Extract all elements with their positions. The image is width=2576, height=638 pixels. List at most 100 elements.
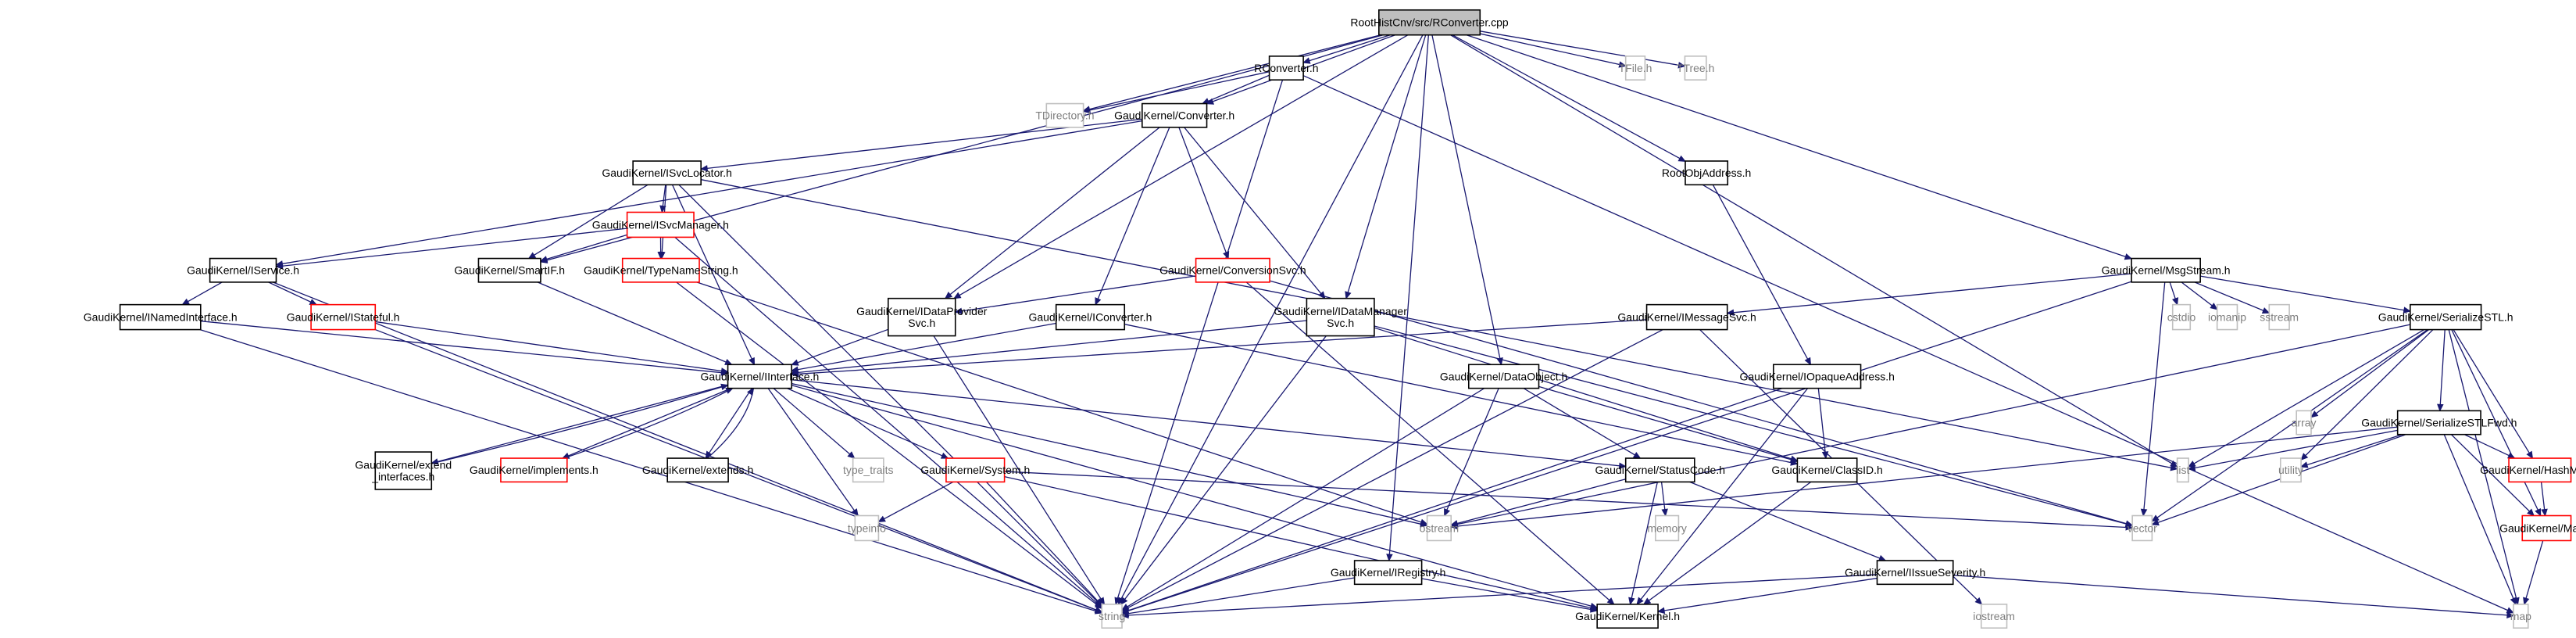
edge-line [1121,328,1663,611]
node-label: TDirectory.h [1035,109,1094,122]
edge-line [540,234,627,262]
edge-line [985,481,1102,606]
edge-line [1629,482,1659,605]
edge-iinterface-to-ostream [791,382,1428,528]
node-rconv[interactable]: RConverter.h [1254,56,1319,81]
node-isvcmgr[interactable]: GaudiKernel/ISvcManager.h [592,211,729,238]
node-istateful[interactable]: GaudiKernel/IStateful.h [287,303,400,331]
arrowhead [2151,519,2160,526]
node-ostream: ostream [1420,514,1459,542]
arrowhead [954,307,963,315]
edge-line [2451,329,2542,516]
node-map: map [2510,604,2531,629]
node-inamed[interactable]: GaudiKernel/INamedInterface.h [84,303,238,331]
node-box [1353,560,1423,586]
edge-isvcmgr-to-smartif [539,234,627,263]
node-label: GaudiKernel/Converter.h [1114,109,1234,122]
edge-line [537,281,732,365]
edge-line [1083,34,1381,112]
node-conv[interactable]: GaudiKernel/Converter.h [1114,102,1234,128]
arrowhead [2523,597,2530,606]
edge-system-to-vector [1004,471,2134,531]
node-box [2508,457,2572,483]
node-box [1980,604,2008,629]
node-extendif[interactable]: GaudiKernel/extend_interfaces.h [355,451,452,490]
node-classid[interactable]: GaudiKernel/ClassID.h [1771,457,1883,483]
edge-line [1452,34,1686,163]
node-iservice[interactable]: GaudiKernel/IService.h [187,257,299,283]
node-label: GaudiKernel/extend [355,459,452,471]
edge-line [1451,426,2398,528]
edge-idatamgr-to-vector [1374,325,2134,528]
edge-line [1121,388,1485,611]
node-smartif[interactable]: GaudiKernel/SmartIF.h [454,257,565,283]
edge-root-to-tfile [1480,33,1627,68]
node-imsgsvc[interactable]: GaudiKernel/IMessageSvc.h [1617,303,1756,331]
node-label: TTree.h [1677,62,1715,74]
arrowhead [1677,155,1687,162]
edge-hashmap-to-gkmap [2540,482,2548,517]
edge-iregistry-to-string [1120,577,1355,617]
edge-iinterface-to-typetraits [773,388,856,459]
node-system[interactable]: GaudiKernel/System.h [920,457,1030,483]
node-box [1876,560,1954,586]
edge-line [1004,471,2133,529]
node-iconverter[interactable]: GaudiKernel/IConverter.h [1028,303,1152,331]
node-box [1645,303,1728,331]
node-statuscode[interactable]: GaudiKernel/StatusCode.h [1595,457,1725,483]
arrowhead [1661,508,1668,517]
edge-dataobj-to-classid [1538,385,1799,463]
node-rootobj[interactable]: RootObjAddress.h [1662,160,1751,186]
edge-line [1466,34,2132,260]
node-kernel[interactable]: GaudiKernel/Kernel.h [1575,604,1680,629]
node-label: GaudiKernel/implements.h [470,464,598,476]
edge-line [1727,273,2132,314]
node-box [2409,303,2482,331]
node-box [1796,457,1858,483]
edge-idatamgr-to-classid [1374,327,1799,462]
node-typename[interactable]: GaudiKernel/TypeNameString.h [584,257,738,283]
node-gkmap[interactable]: GaudiKernel/Map.h [2499,514,2576,542]
edge-serstl-to-hashmap [2453,329,2534,460]
node-dataobj[interactable]: GaudiKernel/DataObject.h [1440,364,1567,389]
node-label: GaudiKernel/ClassID.h [1771,464,1882,476]
node-iseverity[interactable]: GaudiKernel/IIssueSeverity.h [1845,560,1985,586]
edge-root-to-list [1450,34,2178,468]
node-label: GaudiKernel/SerializeSTL.h [2378,311,2513,324]
edge-line [1117,34,1424,605]
node-extends[interactable]: GaudiKernel/extends.h [642,457,753,483]
edge-line [2450,434,2535,516]
node-iinterface[interactable]: GaudiKernel/IInterface.h [701,364,820,389]
edge-line [1202,74,1270,105]
edge-line [791,385,1598,608]
node-serstl[interactable]: GaudiKernel/SerializeSTL.h [2378,303,2513,331]
node-convsvc[interactable]: GaudiKernel/ConversionSvc.h [1159,257,1306,283]
node-box [2279,457,2302,483]
edge-iinterface-to-system [787,388,949,459]
edge-line [701,179,2178,470]
node-iregistry[interactable]: GaudiKernel/IRegistry.h [1331,560,1446,586]
node-iomanip: iomanip [2208,303,2246,331]
node-msgstream[interactable]: GaudiKernel/MsgStream.h [2102,257,2231,283]
edge-serstlfwd-to-gkmap [2450,434,2535,517]
arrowhead [1082,106,1091,114]
node-label: GaudiKernel/IConverter.h [1028,311,1152,324]
edge-iinterface-to-extends [705,388,752,460]
node-box [1596,604,1659,629]
node-root[interactable]: RootHistCnv/src/RConverter.cpp [1350,9,1509,36]
node-box [1655,514,1680,542]
arrowhead [2170,464,2178,471]
edge-line [563,388,734,459]
node-iopaque[interactable]: GaudiKernel/IOpaqueAddress.h [1739,364,1895,389]
node-serstlfwd[interactable]: GaudiKernel/SerializeSTLFwd.h [2361,410,2517,435]
edge-statuscode-to-ostream [1449,478,1626,527]
node-isvcloc[interactable]: GaudiKernel/ISvcLocator.h [602,160,732,186]
edge-line [2443,434,2517,605]
edge-gkmap-to-map [2523,540,2544,606]
node-implements[interactable]: GaudiKernel/implements.h [470,457,598,483]
node-box [632,160,702,186]
node-hashmap[interactable]: GaudiKernel/HashMap.h [2480,457,2576,483]
node-box [1773,364,1862,389]
